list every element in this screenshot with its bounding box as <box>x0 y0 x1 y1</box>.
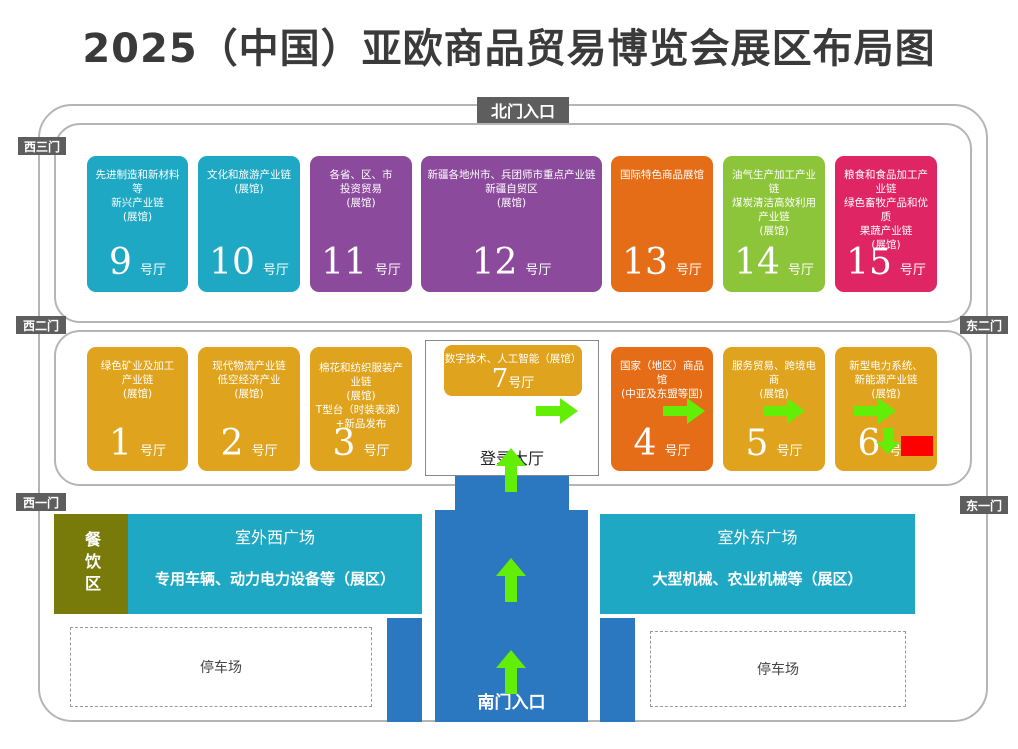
arrow-up-icon <box>496 558 526 602</box>
hall-4-description: 国家（地区）商品馆 (中亚及东盟等国) <box>620 360 704 400</box>
hall-1-unit: 号厅 <box>139 444 166 459</box>
hall-7-description: 数字技术、人工智能（展馆） <box>444 353 582 365</box>
south-gate-label: 南门入口 <box>477 693 546 713</box>
hall-9[interactable]: 先进制造和新材料等 新兴产业链 (展馆) 9 号厅 <box>87 156 188 292</box>
hall-15-unit: 号厅 <box>899 263 926 278</box>
hall-10-description: 文化和旅游产业链 (展馆) <box>207 169 291 195</box>
arrow-right-icon <box>663 398 705 424</box>
east-parking-lot[interactable]: 停车场 <box>650 631 906 707</box>
hall-11-description: 各省、区、市 投资贸易 (展馆) <box>329 169 393 209</box>
hall-10-number: 10 <box>209 242 255 283</box>
hall-9-description: 先进制造和新材料等 新兴产业链 (展馆) <box>95 169 180 223</box>
hall-14-number: 14 <box>734 242 780 283</box>
hall-15-number: 15 <box>846 242 892 283</box>
hall-12-number: 12 <box>471 242 518 283</box>
location-marker <box>901 436 933 456</box>
arrow-down-icon <box>876 428 900 454</box>
hall-6-number: 6 <box>857 423 881 464</box>
hall-10[interactable]: 文化和旅游产业链 (展馆) 10 号厅 <box>198 156 300 292</box>
north-gate-label: 北门入口 <box>477 97 569 123</box>
hall-15[interactable]: 粮食和食品加工产业链 绿色畜牧产品和优质 果蔬产业链 (展馆) 15 号厅 <box>835 156 937 292</box>
hall-1-description: 绿色矿业及加工 产业链 (展馆) <box>100 360 175 400</box>
east-side-pillar <box>600 618 635 722</box>
hall-1[interactable]: 绿色矿业及加工 产业链 (展馆) 1 号厅 <box>87 347 188 471</box>
east-plaza-exhibits: 大型机械、农业机械等（展区） <box>652 570 863 588</box>
hall-15-description: 粮食和食品加工产业链 绿色畜牧产品和优质 果蔬产业链 (展馆) <box>844 169 928 251</box>
hall-13-number: 13 <box>622 242 668 283</box>
hall-2-description: 现代物流产业链 低空经济产业 (展馆) <box>212 360 286 400</box>
arrow-right-icon <box>536 398 578 424</box>
arrow-right-icon <box>854 398 896 424</box>
east-outdoor-plaza[interactable]: 室外东广场 大型机械、农业机械等（展区） <box>600 514 915 614</box>
hall-5-description: 服务贸易、跨境电商 (展馆) <box>732 360 816 400</box>
hall-9-unit: 号厅 <box>139 263 166 278</box>
hall-7[interactable]: 数字技术、人工智能（展馆） 7号厅 <box>444 345 582 396</box>
hall-2-unit: 号厅 <box>251 444 278 459</box>
hall-13-description: 国际特色商品展馆 <box>620 169 704 181</box>
hall-11-number: 11 <box>321 242 367 283</box>
arrow-up-icon <box>496 650 526 694</box>
west-gate-3-label: 西三门 <box>18 137 66 155</box>
hall-11[interactable]: 各省、区、市 投资贸易 (展馆) 11 号厅 <box>310 156 412 292</box>
west-side-pillar <box>387 618 422 722</box>
arrow-up-icon <box>496 448 526 492</box>
hall-13-unit: 号厅 <box>675 263 702 278</box>
west-gate-2-label: 西二门 <box>16 316 66 334</box>
hall-12[interactable]: 新疆各地州市、兵团师市重点产业链 新疆自贸区 (展馆) 12 号厅 <box>421 156 602 292</box>
hall-2[interactable]: 现代物流产业链 低空经济产业 (展馆) 2 号厅 <box>198 347 300 471</box>
hall-1-number: 1 <box>109 423 132 464</box>
dining-area[interactable]: 餐饮区 <box>54 514 128 614</box>
hall-12-unit: 号厅 <box>525 263 552 278</box>
west-plaza-title: 室外西广场 <box>234 528 315 547</box>
hall-3-unit: 号厅 <box>363 444 390 459</box>
east-gate-2-label: 东二门 <box>960 316 1008 334</box>
east-gate-1-label: 东一门 <box>960 496 1008 514</box>
hall-10-unit: 号厅 <box>262 263 289 278</box>
hall-4-unit: 号厅 <box>664 444 691 459</box>
hall-14[interactable]: 油气生产加工产业链 煤炭清洁高效利用 产业链 (展馆) 14 号厅 <box>723 156 825 292</box>
hall-3-number: 3 <box>332 423 356 464</box>
hall-13[interactable]: 国际特色商品展馆 13 号厅 <box>611 156 713 292</box>
hall-6-description: 新型电力系统、 新能源产业链 (展馆) <box>849 360 923 400</box>
hall-3-description: 棉花和纺织服装产业链 (展馆) T型台（时装表演） +新品发布 <box>315 362 407 430</box>
hall-11-unit: 号厅 <box>374 263 401 278</box>
west-outdoor-plaza[interactable]: 室外西广场 专用车辆、动力电力设备等（展区） <box>128 514 422 614</box>
hall-14-description: 油气生产加工产业链 煤炭清洁高效利用 产业链 (展馆) <box>732 169 816 237</box>
arrow-right-icon <box>763 398 805 424</box>
hall-5-unit: 号厅 <box>776 444 803 459</box>
east-plaza-title: 室外东广场 <box>717 528 798 547</box>
west-gate-1-label: 西一门 <box>16 493 66 511</box>
hall-2-number: 2 <box>220 423 244 464</box>
hall-7-number: 7 <box>491 364 509 394</box>
hall-4-number: 4 <box>633 423 657 464</box>
west-parking-lot[interactable]: 停车场 <box>70 627 372 707</box>
hall-7-unit: 号厅 <box>508 376 535 391</box>
west-plaza-exhibits: 专用车辆、动力电力设备等（展区） <box>154 570 395 588</box>
hall-9-number: 9 <box>109 242 132 283</box>
hall-5-number: 5 <box>745 423 769 464</box>
hall-14-unit: 号厅 <box>787 263 814 278</box>
hall-3[interactable]: 棉花和纺织服装产业链 (展馆) T型台（时装表演） +新品发布 3 号厅 <box>310 347 412 471</box>
page-title: 2025（中国）亚欧商品贸易博览会展区布局图 <box>82 26 936 72</box>
hall-12-description: 新疆各地州市、兵团师市重点产业链 新疆自贸区 (展馆) <box>427 169 596 209</box>
